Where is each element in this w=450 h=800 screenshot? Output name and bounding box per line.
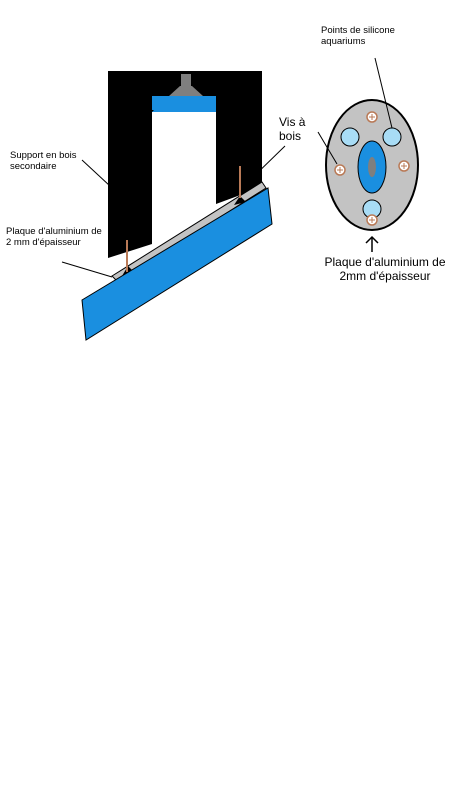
top-mount: [152, 74, 216, 112]
aluminium-plate-top: [325, 99, 419, 231]
leader-vis-right: [317, 131, 338, 165]
leader-points: [374, 57, 393, 129]
label-plaque-right: Plaque d'aluminium de 2mm d'épaisseur: [324, 255, 446, 283]
label-points: Points de silicone aquariums: [321, 25, 395, 47]
silicone-point-top-right: [382, 127, 402, 147]
aluminium-plate-side: [81, 187, 273, 341]
silicone-point-top-left: [340, 127, 360, 147]
label-vis: Vis à bois: [279, 115, 306, 143]
screw-head-bottom: [366, 214, 378, 226]
screw-head-right: [398, 160, 410, 172]
screw-head-top: [366, 111, 378, 123]
screw-head-left: [334, 164, 346, 176]
label-plaque-left: Plaque d'aluminium de 2 mm d'épaisseur: [6, 226, 102, 248]
leader-support: [81, 159, 111, 187]
leader-vis: [245, 145, 286, 185]
support-frame: [108, 71, 262, 258]
up-arrow-icon: [365, 235, 379, 252]
leader-plaque-left: [61, 261, 113, 278]
label-support: Support en bois secondaire: [10, 150, 77, 172]
wood-support: [108, 71, 262, 258]
